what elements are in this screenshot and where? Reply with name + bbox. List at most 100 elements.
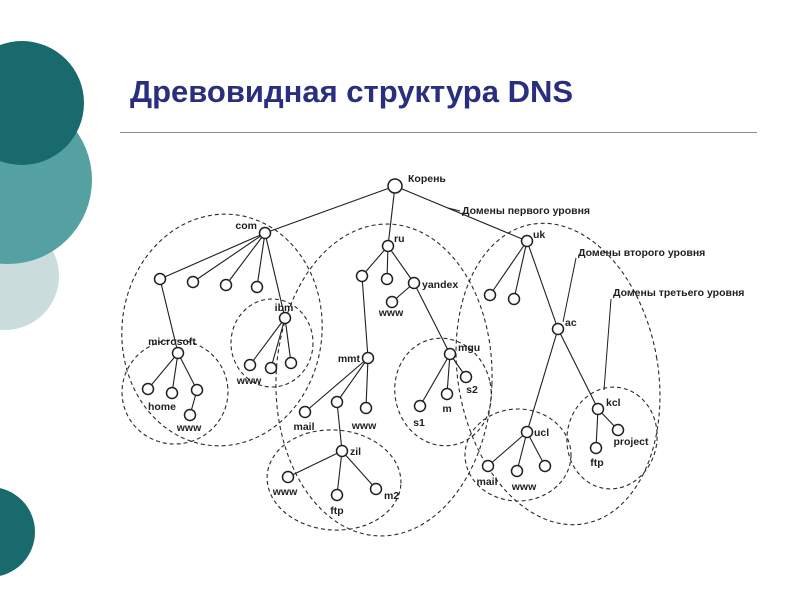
tree-edge — [147, 352, 179, 390]
tree-edge — [284, 317, 292, 364]
tree-node-label: mail — [476, 476, 497, 488]
tree-node-label: ftp — [590, 457, 603, 469]
tree-edge — [526, 328, 559, 433]
annotation-label: Домены второго уровня — [578, 247, 705, 259]
tree-node-label: www — [176, 422, 202, 434]
tree-node — [250, 280, 264, 294]
tree-node-label: www — [351, 420, 377, 432]
tree-edge — [526, 431, 546, 467]
domain-group-outline — [121, 339, 229, 445]
tree-node-label: www — [511, 481, 537, 493]
tree-edge — [177, 352, 198, 391]
tree-node-label: ftp — [330, 505, 343, 517]
tree-node — [481, 459, 495, 473]
tree-node-label: home — [148, 401, 176, 413]
slide-title: Древовидная структура DNS — [130, 74, 574, 109]
tree-node-label: ibm — [275, 302, 294, 314]
tree-edge — [225, 232, 266, 286]
tree-edge — [516, 431, 528, 472]
domain-group-outline — [230, 298, 314, 388]
tree-edge — [361, 275, 369, 359]
tree-node — [183, 408, 197, 422]
tree-edge — [487, 431, 528, 467]
tree-node-label: www — [272, 486, 298, 498]
tree-node — [243, 358, 257, 372]
tree-node — [611, 423, 625, 437]
annotation-leader — [603, 298, 612, 391]
tree-edge — [394, 185, 528, 242]
tree-node-label: www — [378, 307, 404, 319]
domain-group-outline — [394, 337, 492, 447]
tree-edge — [171, 352, 179, 394]
tree-node-label: www — [236, 375, 262, 387]
tree-edge — [365, 357, 369, 409]
tree-node — [387, 178, 403, 194]
tree-edge — [387, 245, 415, 284]
tree-edge — [526, 240, 559, 330]
tree-node — [153, 272, 167, 286]
tree-node — [443, 347, 457, 361]
tree-edge — [264, 232, 286, 319]
tree-node-label: s2 — [466, 384, 478, 396]
tree-node — [369, 482, 383, 496]
tree-node-label: microsoft — [148, 336, 196, 348]
tree-node — [551, 322, 565, 336]
tree-node-label: mail — [293, 421, 314, 433]
tree-node — [407, 276, 421, 290]
tree-edge — [249, 317, 286, 366]
tree-node-label: ucl — [534, 427, 549, 439]
domain-group-outline — [455, 222, 661, 526]
annotation-leader — [447, 207, 461, 212]
annotation-label: Домены первого уровня — [462, 205, 590, 217]
tree-node — [141, 382, 155, 396]
tree-node-label: m2 — [384, 490, 399, 502]
tree-edge — [413, 282, 451, 355]
tree-node — [380, 272, 394, 286]
tree-edge — [387, 185, 396, 247]
tree-node — [413, 399, 427, 413]
tree-edge — [192, 232, 266, 283]
tree-node — [520, 234, 534, 248]
tree-edge — [557, 328, 599, 410]
tree-edge — [336, 401, 343, 452]
tree-node — [298, 405, 312, 419]
tree-edge — [336, 357, 369, 403]
tree-node — [186, 275, 200, 289]
domain-group-outline — [464, 408, 572, 502]
tree-node — [258, 226, 272, 240]
tree-edge — [159, 278, 179, 354]
tree-node-label: ac — [565, 317, 577, 329]
tree-edge — [489, 240, 528, 296]
tree-node — [335, 444, 349, 458]
tree-node-label: ru — [394, 233, 405, 245]
domain-group-outline — [566, 386, 658, 490]
tree-node — [440, 387, 454, 401]
tree-node-label: s1 — [413, 417, 425, 429]
tree-node — [538, 459, 552, 473]
tree-node — [330, 395, 344, 409]
domain-group-outline — [121, 213, 323, 447]
tree-node — [589, 441, 603, 455]
tree-edge — [595, 408, 599, 449]
annotation-leader — [562, 257, 577, 323]
tree-node-label: Корень — [408, 173, 446, 185]
tree-edge — [270, 317, 286, 369]
tree-node-label: m — [442, 403, 451, 415]
tree-edge — [159, 232, 266, 280]
tree-node-label: project — [613, 436, 649, 448]
tree-node-label: com — [235, 220, 257, 232]
tree-node-label: mgu — [458, 342, 480, 354]
tree-node — [355, 269, 369, 283]
tree-node-label: yandex — [422, 279, 458, 291]
tree-node — [591, 402, 605, 416]
tree-node — [361, 351, 375, 365]
tree-node — [520, 425, 534, 439]
tree-node-label: zil — [350, 446, 361, 458]
tree-edge — [304, 357, 369, 413]
tree-edge — [446, 353, 451, 395]
tree-node — [165, 386, 179, 400]
domain-group-outline — [266, 429, 402, 531]
tree-node — [459, 370, 473, 384]
